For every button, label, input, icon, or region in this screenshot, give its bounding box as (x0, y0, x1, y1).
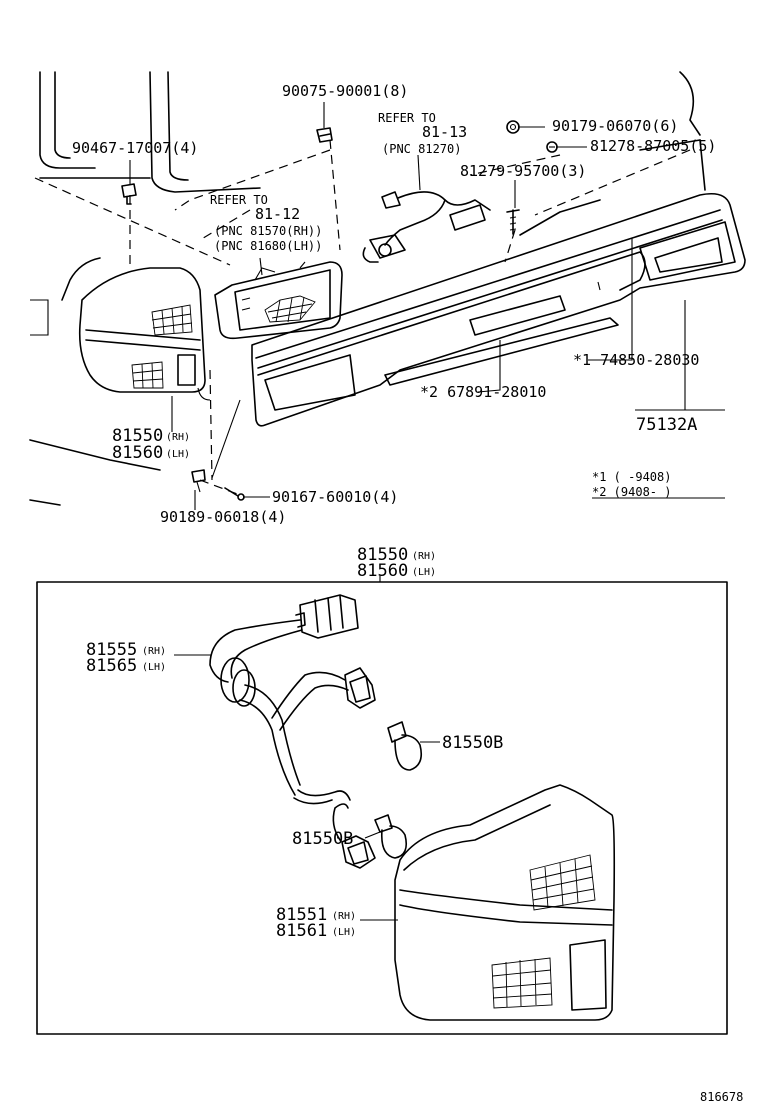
part-81560-top-lh: (LH) (166, 449, 190, 460)
part-81278-label: 81278-87005(5) (590, 137, 716, 155)
part-75132A-label: 75132A (636, 415, 697, 435)
refer-num-label-2: 81-12 (255, 205, 300, 223)
part-81551-label: 81551 (276, 905, 327, 925)
screw-90167-icon (224, 487, 245, 501)
refer-pnc-label-2b: (PNC 81680(LH)) (214, 239, 322, 253)
part-81555-label: 81555 (86, 640, 137, 660)
assy-81560-label: 81560 (357, 561, 408, 581)
part-81561-label: 81561 (276, 921, 327, 941)
assy-81550-label: 81550 (357, 545, 408, 565)
screw-81279-icon (506, 209, 520, 235)
leader-lines-lower (174, 654, 440, 921)
leader-lines-top (129, 102, 725, 510)
tail-lamp-lens (394, 784, 616, 1021)
part-81561-lh: (LH) (332, 927, 356, 938)
part-74850-label: *1 74850-28030 (573, 351, 699, 369)
part-81565-label: 81565 (86, 656, 137, 676)
refer-pnc-label-2a: (PNC 81570(RH)) (214, 224, 322, 238)
lamp-wiring-harness (362, 191, 491, 263)
part-81550B-label-1: 81550B (442, 733, 503, 753)
grommet-90467-icon (121, 183, 137, 205)
part-90179-label: 90179-06070(6) (552, 117, 678, 135)
part-67891-label: *2 67891-28010 (420, 383, 546, 401)
part-81550-top-rh: (RH) (166, 432, 190, 443)
part-90167-label: 90167-60010(4) (272, 488, 398, 506)
refer-num-label-1: 81-13 (422, 123, 467, 141)
bulb-lower-icon (374, 814, 408, 859)
part-81555-rh: (RH) (142, 646, 166, 657)
part-90075-label: 90075-90001(8) (282, 82, 408, 100)
part-81550-top-label: 81550 (112, 426, 163, 446)
refer-to-label-2: REFER TO (210, 193, 268, 207)
note-2: *2 (9408- ) (592, 485, 671, 499)
license-plate-lamp (214, 261, 343, 340)
refer-pnc-label-1: (PNC 81270) (382, 142, 461, 156)
assembly-dashed-lines (34, 139, 691, 496)
exploded-detail-box (36, 576, 728, 1035)
clip-81278-icon (546, 141, 558, 153)
refer-to-label-1: REFER TO (378, 111, 436, 125)
nut-90179-icon (506, 120, 520, 134)
bulb-upper-icon (387, 721, 423, 771)
part-81565-lh: (LH) (142, 662, 166, 673)
rear-combination-lamp-top (78, 267, 211, 401)
socket-wire-harness (209, 594, 376, 869)
part-81560-top-label: 81560 (112, 443, 163, 463)
part-90467-label: 90467-17007(4) (72, 139, 198, 157)
part-81551-rh: (RH) (332, 911, 356, 922)
part-81550B-label-2: 81550B (292, 829, 353, 849)
note-1: *1 ( -9408) (592, 470, 671, 484)
footer-code: 816678 (700, 1090, 743, 1104)
clip-90075-icon (316, 127, 333, 143)
labels-lower: 81555 (RH) 81565 (LH) 81550B 81550B 8155… (86, 640, 743, 1104)
labels-top: 90075-90001(8) REFER TO 81-13 (PNC 81270… (72, 82, 716, 526)
assy-81560-lh: (LH) (412, 567, 436, 578)
screw-90189-icon (191, 469, 206, 493)
back-door-garnish (251, 192, 746, 427)
vehicle-body-outline (29, 71, 706, 506)
part-81279-label: 81279-95700(3) (460, 162, 586, 180)
part-90189-label: 90189-06018(4) (160, 508, 286, 526)
assy-81550-rh: (RH) (412, 551, 436, 562)
assembly-labels: 81550 (RH) 81560 (LH) (357, 545, 436, 581)
